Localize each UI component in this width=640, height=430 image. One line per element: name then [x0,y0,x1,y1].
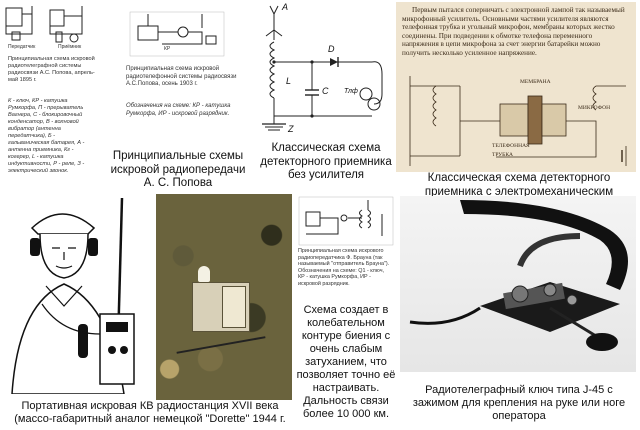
detector-label-c: C [322,86,329,96]
popov-1895-note: Принципиальная схема искровой радиотелег… [8,56,95,83]
braun-panel: Принципиальная схема искрового радиопере… [296,196,396,420]
radio-lamp [198,266,210,282]
detector-label-l: L [286,76,292,86]
amplifier-label-membrane: МЕМБРАНА [520,79,551,85]
telegraph-key-illustration [409,200,628,351]
amplifier-text: Первым пытался соперничать с электронной… [402,6,625,57]
radio-device-panel [222,286,246,328]
detector-label-phones: Тлф [344,88,358,95]
detector-panel: A L C D Тлф Z Классическая схема детекто… [252,0,398,190]
detector-label-z: Z [288,124,294,134]
popov-1895-panel: Передатчик Приёмник Принципиальная схема… [2,2,98,192]
braun-caption: Схема создает в колебательном контуре би… [296,304,396,420]
detector-caption: Классическая схема детекторного приемник… [260,142,392,181]
popov-caption: Принципиальные схемы искровой радиоперед… [110,150,246,189]
svg-text:КР: КР [164,46,171,52]
camo-radio-photo [156,194,292,400]
soldier-illustration [11,197,135,394]
diagram-label-receiver: Приёмник [58,44,82,50]
detector-label-a: A [282,2,289,12]
detector-label-d: D [328,44,335,54]
popov-1903-note: Принципиальная схема искровой радиотелеф… [126,66,237,87]
popov-1903-schematic: КР [129,11,225,57]
popov-1903-panel: КР Принципиальная схема искровой радиоте… [104,2,250,189]
popov-1895-legend: К - ключ, КР - катушка Румкорфа, П - пре… [8,98,85,174]
popov-1903-notation: Обозначения на схеме: КР - катушка Румко… [126,103,231,117]
amplifier-label-handset: ТЕЛЕФОННАЯ ТРУБКА [492,143,530,158]
amplifier-label-microphone: МИКРОФОН [578,105,611,111]
radio-cable [176,336,266,354]
diagram-label-transmitter: Передатчик [8,44,36,50]
soldier-caption: Портативная искровая КВ радиостанция XVI… [14,400,286,425]
soldier-panel [2,194,152,394]
detector-schematic [262,5,383,131]
amplifier-panel: Первым пытался соперничать с электронной… [396,2,636,172]
telegraph-key-photo [400,196,636,372]
popov-1895-schematic [5,6,83,43]
braun-schematic [298,196,394,246]
braun-note: Принципиальная схема искрового радиопере… [298,248,390,287]
key-caption: Радиотелеграфный ключ типа J-45 с зажимо… [412,384,626,422]
amplifier-schematic [409,76,627,166]
